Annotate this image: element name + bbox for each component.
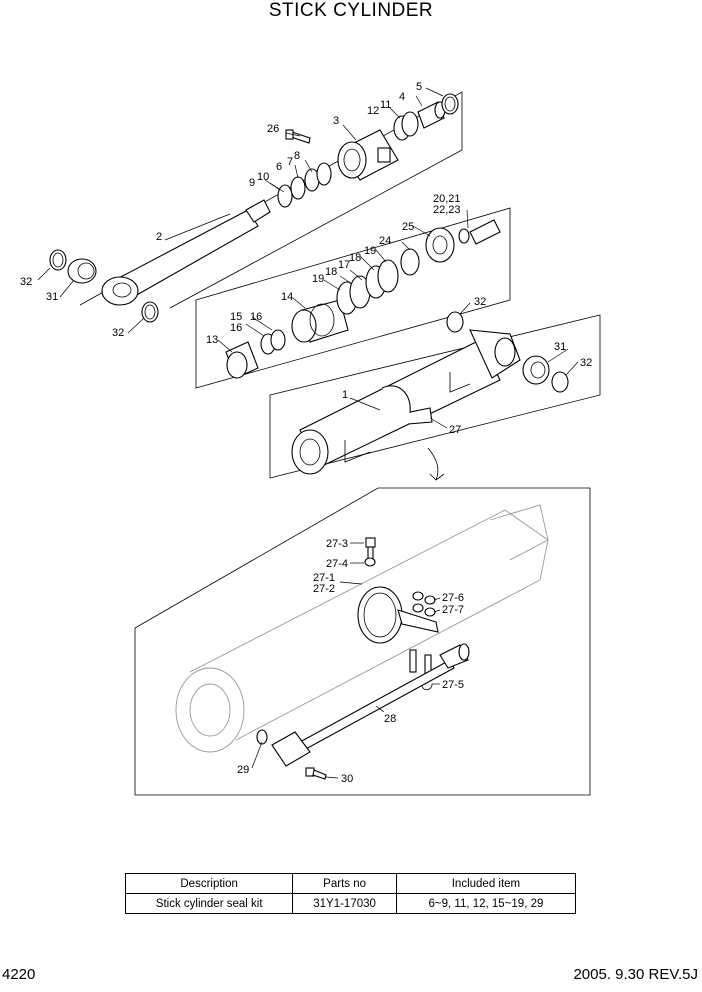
detail-pipe-28 [299,643,470,751]
callout-14: 14 [281,291,293,303]
callout-27-5: 27-5 [442,679,464,691]
bushing-31-right [522,355,550,385]
callout-20-21: 20,21 [433,193,461,205]
callout-30: 30 [341,773,353,785]
page-number: 4220 [2,966,36,983]
detail-ghost-tube [175,504,549,753]
piston-14 [291,299,349,343]
rings-15-16 [260,329,286,355]
callout-32-a: 32 [20,276,32,288]
callout-16-b: 16 [230,322,242,334]
callout-2: 2 [156,231,162,243]
header-parts-no: Parts no [292,873,397,894]
frame-middle [195,207,511,389]
detail-washer-27-4 [364,557,376,567]
callout-12: 12 [367,105,379,117]
dust-seal-32-upper-right [446,311,464,333]
page-title: STICK CYLINDER [268,0,434,21]
detail-bolt-30 [305,767,327,780]
dust-seal-32-right [551,371,569,393]
callout-28: 28 [384,713,396,725]
callout-labels: 5 4 12 11 3 26 8 7 6 10 9 2 32 31 32 20,… [20,81,592,785]
bushing-4 [417,101,446,129]
header-description: Description [124,873,294,894]
callout-4: 4 [399,91,405,103]
frame-detail [134,487,591,796]
callout-29: 29 [237,764,249,776]
check-valve-20-23 [458,219,501,245]
ring-24 [400,248,420,276]
callout-27-6: 27-6 [442,592,464,604]
clamp-27 [381,385,433,425]
callout-32-b: 32 [112,327,124,339]
rod-cover-3 [337,129,399,181]
callout-11: 11 [380,99,391,111]
ring-5 [441,93,459,115]
callout-27-7: 27-7 [442,604,464,616]
callout-10: 10 [257,171,269,183]
callout-8: 8 [294,150,300,162]
detail-bolt-27-3 [365,537,376,560]
detail-o-ring-29 [256,729,268,745]
callout-24: 24 [379,235,391,247]
piston-seals-17-19 [336,259,399,315]
callout-5: 5 [416,81,422,93]
callout-1: 1 [342,389,348,401]
callout-9: 9 [249,177,255,189]
frame-upper [79,91,463,309]
nut-25 [425,227,455,263]
callout-25: 25 [402,221,414,233]
callout-17: 17 [338,259,350,271]
cell-description: Stick cylinder seal kit [124,893,294,914]
detail-arrow [427,447,445,481]
cell-included-item: 6~9, 11, 12, 15~19, 29 [395,893,577,914]
detail-clamp-27-1 [357,586,439,644]
bolt-26 [285,129,311,144]
seal-rings-6-10 [277,162,332,208]
callout-6: 6 [276,161,282,173]
callout-27-4: 27-4 [326,558,348,570]
callout-18-b: 18 [325,266,337,278]
detail-nuts-27-6-27-7 [412,591,436,617]
table-header-row: Description Parts no Included item [124,873,577,894]
callout-27-3: 27-3 [326,538,348,550]
callout-31-a: 31 [46,291,58,303]
cell-parts-no: 31Y1-17030 [292,893,397,914]
rings-11-12 [393,111,419,141]
callout-15: 15 [230,311,242,323]
table-row: Stick cylinder seal kit 31Y1-17030 6~9, … [124,893,577,914]
leader-lines [37,87,579,779]
callout-27-2: 27-2 [313,583,335,595]
detail-block [271,731,311,767]
header-included-item: Included item [395,873,577,894]
callout-7: 7 [287,156,293,168]
callout-19-b: 19 [312,273,324,285]
callout-32-d: 32 [580,357,592,369]
revision-date: 2005. 9.30 REV.5J [573,966,698,983]
callout-16-a: 16 [250,311,262,323]
callout-27: 27 [449,424,461,436]
callout-19-a: 19 [364,245,376,257]
callout-18-a: 18 [349,252,361,264]
callout-27-1: 27-1 [313,572,335,584]
callout-13: 13 [206,334,218,346]
callout-26: 26 [267,123,279,135]
callout-22-23: 22,23 [433,204,461,216]
rod-head-bushing-31 [67,258,97,284]
callout-31-b: 31 [554,341,566,353]
dust-seal-32-left [49,249,67,271]
rod [101,199,271,306]
callout-32-c: 32 [474,296,486,308]
seal-kit-table: Description Parts no Included item Stick… [124,873,577,914]
callout-3: 3 [333,115,339,127]
dust-seal-32-left-lower [141,301,159,323]
cushion-ring-13 [225,341,259,379]
